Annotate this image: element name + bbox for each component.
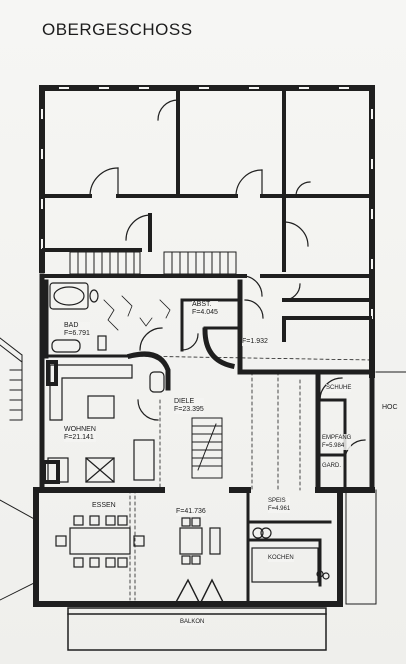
stairs-upper <box>69 251 237 275</box>
room-abst-label: ABST.F=4.045 <box>192 301 218 317</box>
edge-text: HOC <box>382 404 398 411</box>
sofa <box>49 364 165 421</box>
chimney-block <box>42 360 60 484</box>
wc <box>51 289 107 353</box>
cabinet-units <box>47 439 155 483</box>
stairs-middle <box>191 417 223 479</box>
neighbor-structure <box>345 371 406 605</box>
exterior-stair-left <box>0 337 37 601</box>
room-flur-label: F=1.932 <box>242 338 268 346</box>
room-essen-label: ESSEN <box>92 502 116 510</box>
balcony-rail <box>67 607 327 651</box>
room-gard-label: GARD. <box>322 462 342 470</box>
walls-middle <box>39 273 375 493</box>
walls-lower <box>33 487 375 607</box>
room-essen-area: F=41.736 <box>176 508 206 516</box>
dashed-guides <box>127 355 373 601</box>
room-balkon-label: BALKON <box>180 618 205 626</box>
kitchen-fixtures <box>251 527 330 583</box>
dining-table <box>55 515 145 568</box>
door-swings-upper <box>89 99 311 301</box>
window-hatches <box>41 87 373 319</box>
balcony-door <box>174 578 225 605</box>
bathtub <box>49 282 89 310</box>
room-kochen-label: KOCHEN <box>268 554 294 562</box>
interior-walls-upper <box>42 88 372 342</box>
room-schuhe-label: SCHUHE <box>326 384 352 392</box>
floor-title: OBERGESCHOSS <box>42 20 193 39</box>
small-table <box>179 517 221 565</box>
sketch-scribbles <box>103 295 171 331</box>
curved-walls <box>126 327 235 391</box>
